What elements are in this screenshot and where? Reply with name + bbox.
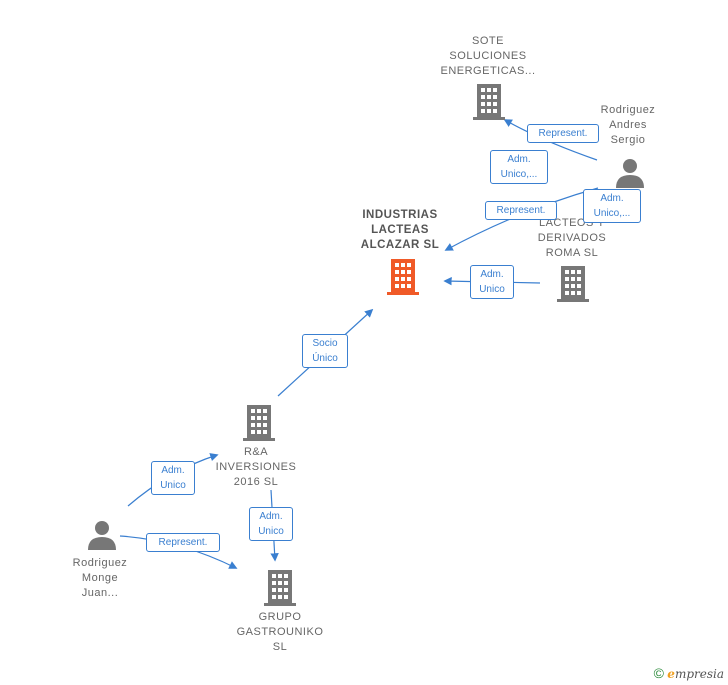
- brand-logo-text: mpresia: [674, 667, 724, 681]
- node-label-grupo[interactable]: GRUPO GASTROUNIKO SL: [236, 611, 324, 653]
- edge-label-represent[interactable]: Represent.: [146, 533, 220, 552]
- building-icon-highlight[interactable]: [387, 259, 419, 295]
- node-label-ra-inversiones[interactable]: R&A INVERSIONES 2016 SL: [215, 446, 297, 488]
- person-icon[interactable]: [614, 156, 646, 188]
- building-icon[interactable]: [264, 570, 296, 606]
- building-icon[interactable]: [557, 266, 589, 302]
- edge-label-adm-unico[interactable]: Adm. Unico,...: [583, 189, 641, 223]
- copyright-icon: ©: [653, 665, 664, 681]
- brand-footer: © empresia: [654, 665, 724, 681]
- building-icon[interactable]: [473, 84, 505, 120]
- node-label-rodriguez-andres[interactable]: Rodriguez Andres Sergio: [600, 104, 656, 146]
- node-label-rodriguez-monge[interactable]: Rodriguez Monge Juan...: [72, 557, 128, 599]
- edge-label-represent[interactable]: Represent.: [485, 201, 557, 220]
- edge-label-adm-unico[interactable]: Adm. Unico: [249, 507, 293, 541]
- node-label-lacteos[interactable]: LACTEOS Y DERIVADOS ROMA SL: [537, 217, 607, 259]
- edge-label-adm-unico[interactable]: Adm. Unico: [151, 461, 195, 495]
- node-label-sote[interactable]: SOTE SOLUCIONES ENERGETICAS...: [440, 35, 536, 77]
- building-icon[interactable]: [243, 405, 275, 441]
- edge-label-adm-unico[interactable]: Adm. Unico,...: [490, 150, 548, 184]
- person-icon[interactable]: [86, 518, 118, 550]
- brand-logo-e: e: [667, 667, 675, 681]
- node-label-industrias[interactable]: INDUSTRIAS LACTEAS ALCAZAR SL: [360, 209, 440, 251]
- edge-label-represent[interactable]: Represent.: [527, 124, 599, 143]
- edge-label-socio-unico[interactable]: Socio Único: [302, 334, 348, 368]
- edge-label-adm-unico[interactable]: Adm. Unico: [470, 265, 514, 299]
